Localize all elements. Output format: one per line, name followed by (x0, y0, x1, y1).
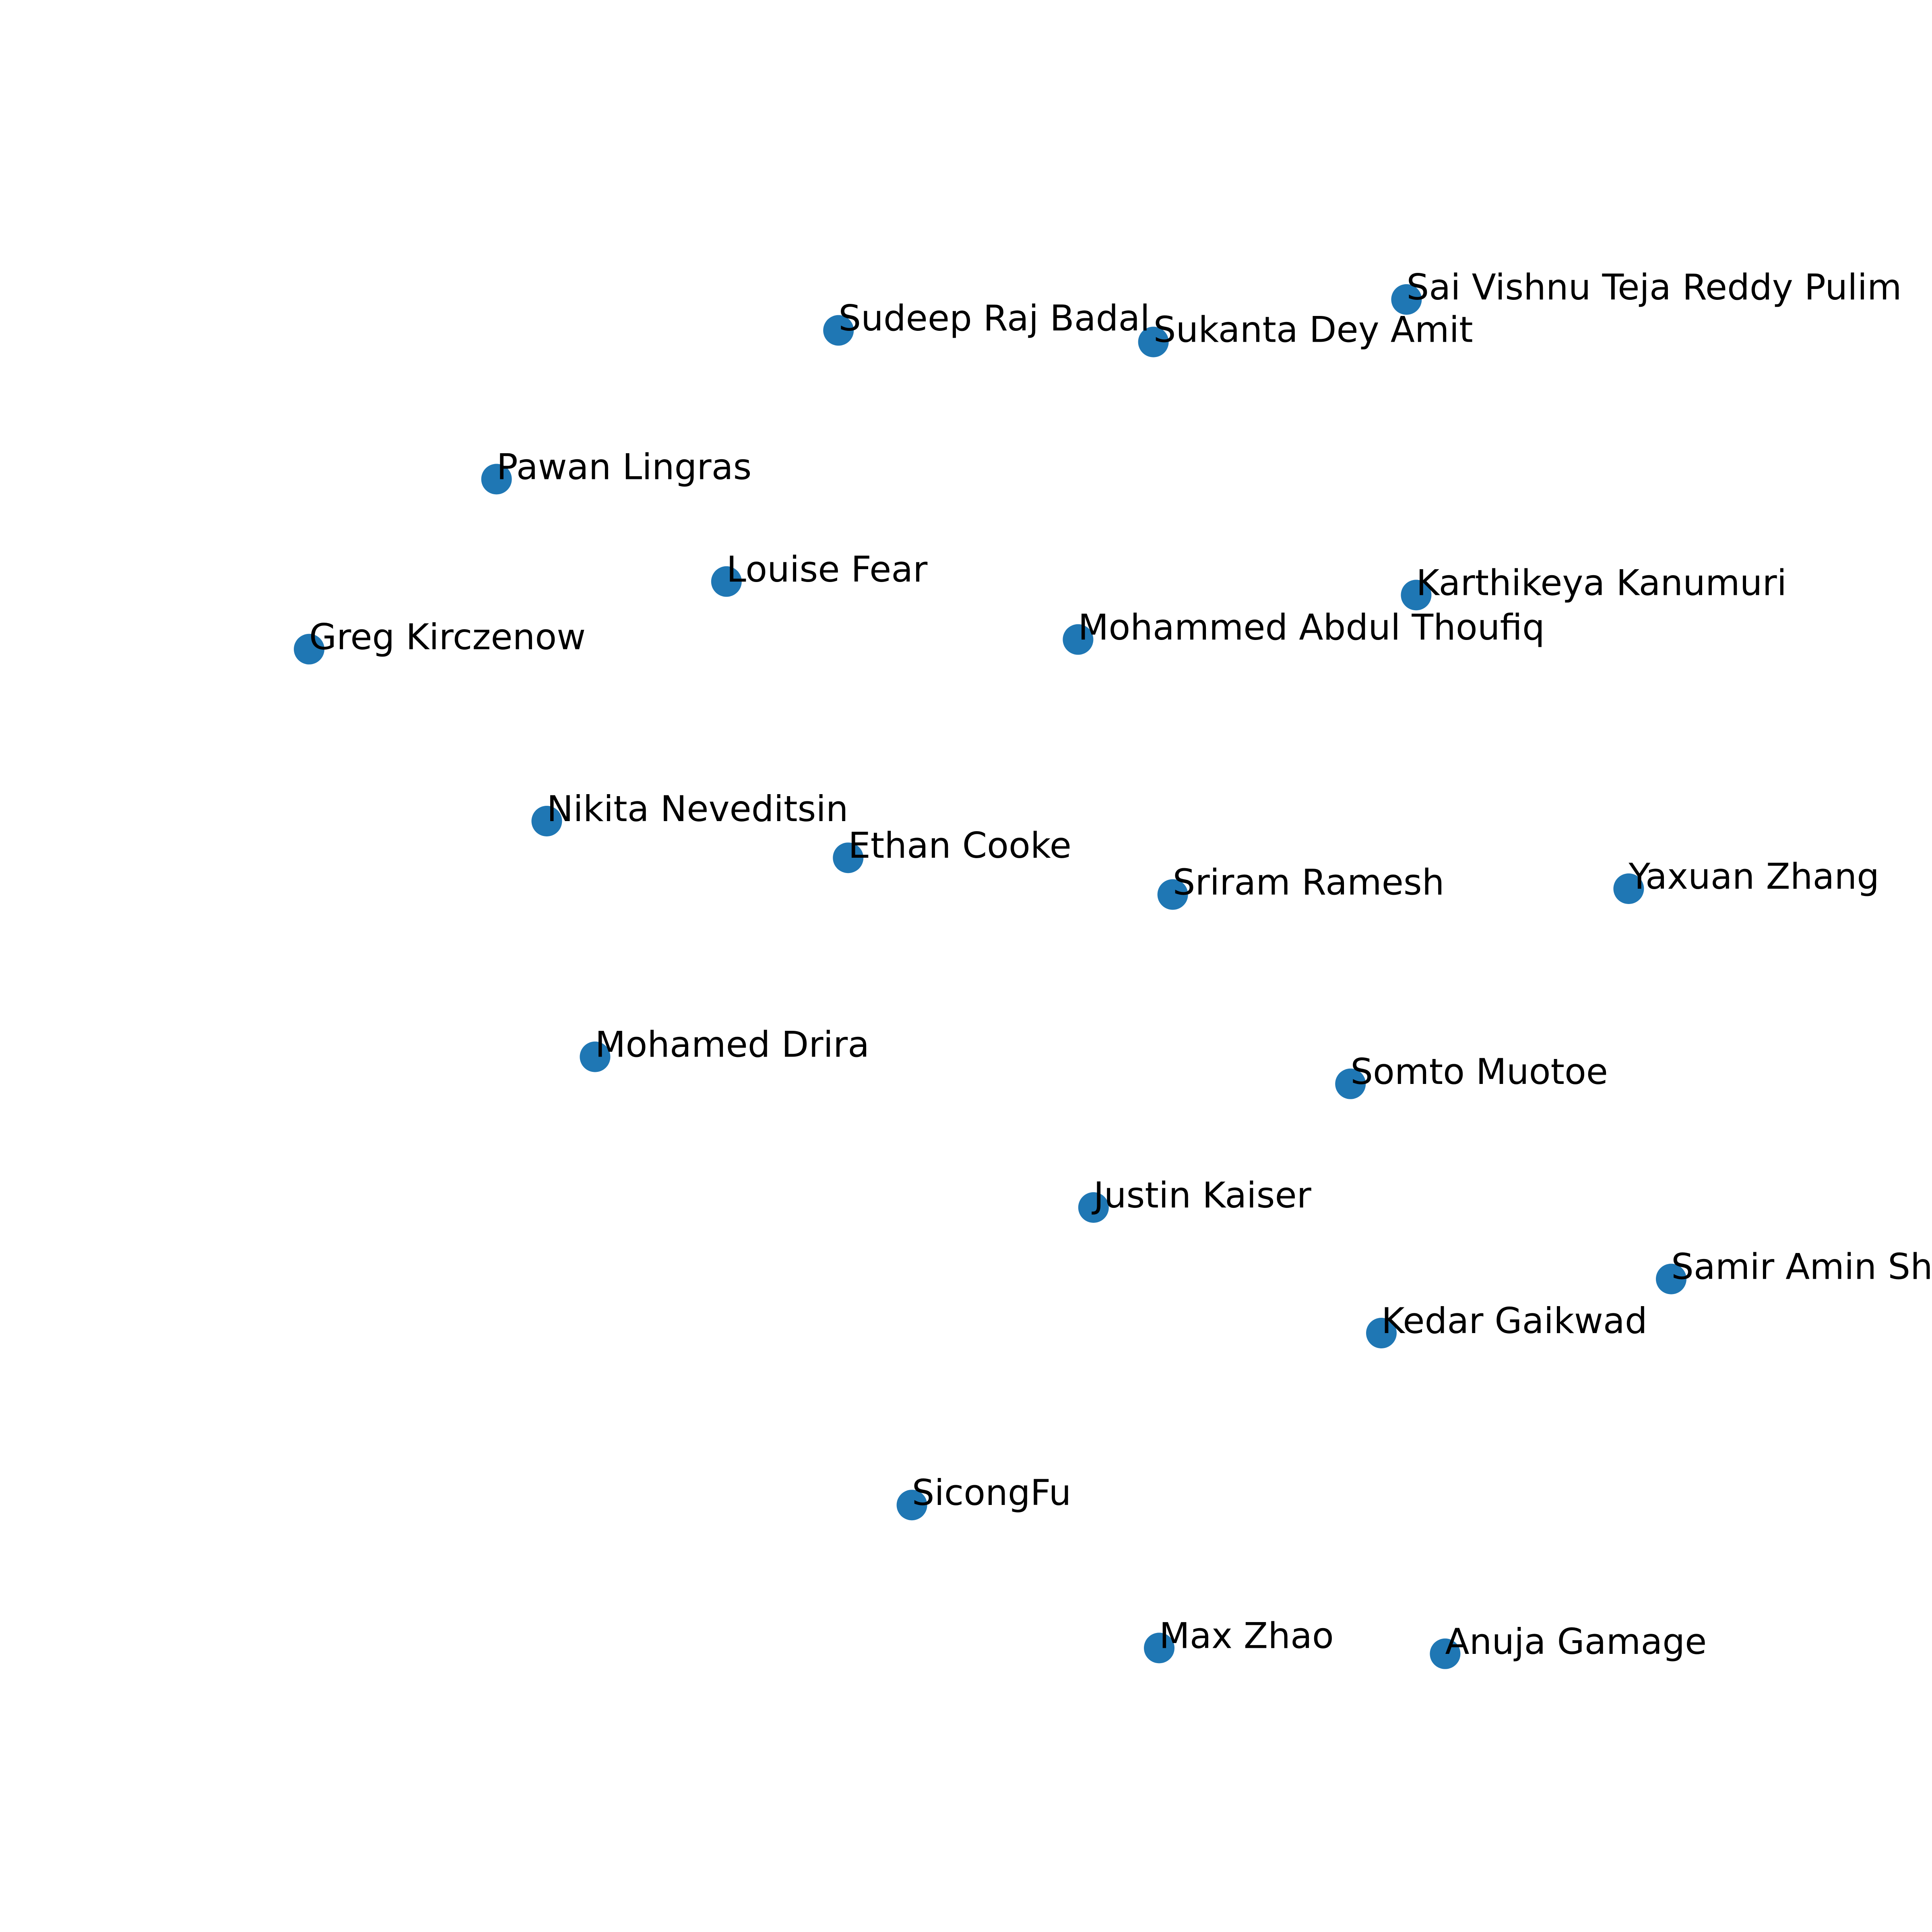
scatter-point (1613, 873, 1644, 904)
point-label: Somto Muotoe (1350, 1051, 1608, 1092)
point-label: Justin Kaiser (1092, 1174, 1312, 1216)
point-label: Pawan Lingras (497, 446, 752, 487)
point-label: Sriram Ramesh (1173, 861, 1445, 903)
point-label: Nikita Neveditsin (547, 788, 848, 830)
scatter-point (580, 1041, 611, 1072)
scatter-point (1138, 326, 1169, 357)
scatter-point (531, 806, 562, 836)
scatter-point (294, 634, 324, 665)
scatter-point (1063, 624, 1094, 655)
point-label: Sudeep Raj Badal (838, 297, 1150, 339)
scatter-point (833, 842, 864, 873)
scatter-point (1366, 1318, 1397, 1348)
point-label: Kedar Gaikwad (1381, 1300, 1647, 1342)
scatter-point (1656, 1263, 1686, 1294)
point-label: Anuja Gamage (1445, 1621, 1707, 1662)
scatter-point (711, 566, 742, 597)
point-label: SicongFu (912, 1472, 1071, 1513)
point-label: Louise Fear (727, 549, 928, 590)
point-label: Greg Kirczenow (309, 616, 586, 658)
scatter-point (1335, 1068, 1366, 1099)
point-label: Ethan Cooke (848, 825, 1071, 866)
point-label: Mohamed Drira (595, 1024, 869, 1065)
point-label: Karthikeya Kanumuri (1416, 562, 1787, 603)
scatter-point (1391, 284, 1422, 315)
point-label: Sai Vishnu Teja Reddy Pulim (1406, 266, 1901, 308)
point-label: Max Zhao (1159, 1615, 1334, 1656)
point-label: Samir Amin Sh (1671, 1246, 1932, 1288)
scatter-point (1401, 580, 1432, 611)
point-markers (294, 284, 1686, 1669)
point-label: Mohammed Abdul Thoufiq (1078, 607, 1544, 648)
scatter-point (1078, 1192, 1109, 1223)
scatter-point (1157, 879, 1188, 910)
scatter-point (896, 1490, 927, 1521)
scatter-point (1144, 1633, 1174, 1664)
point-label: Sukanta Dey Amit (1154, 309, 1473, 351)
scatter-point (1430, 1638, 1461, 1669)
point-label: Yaxuan Zhang (1628, 856, 1879, 897)
scatter-point (481, 464, 512, 495)
scatter-point (823, 315, 854, 346)
